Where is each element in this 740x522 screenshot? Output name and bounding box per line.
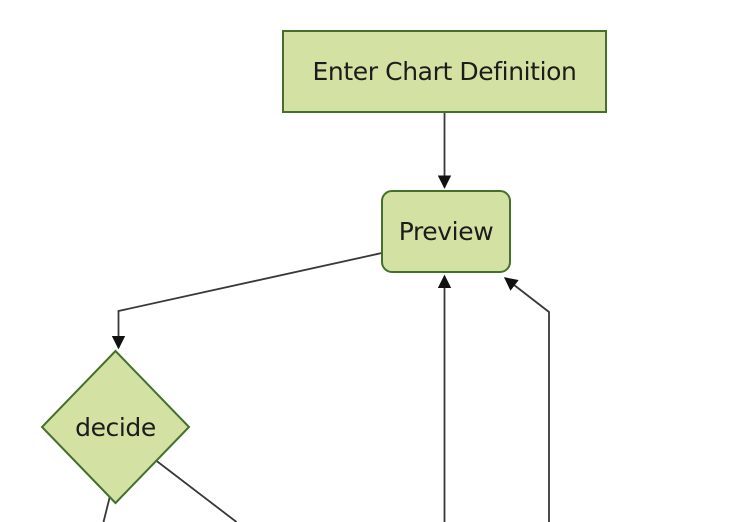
node-preview — [381, 190, 511, 273]
node-enter-chart-definition — [282, 30, 607, 113]
node-decide — [40, 349, 191, 505]
edge-bottom-right-to-preview — [503, 277, 550, 522]
edge-preview-to-decide — [111, 250, 392, 350]
edge-decide-to-bottom-right — [146, 453, 238, 522]
